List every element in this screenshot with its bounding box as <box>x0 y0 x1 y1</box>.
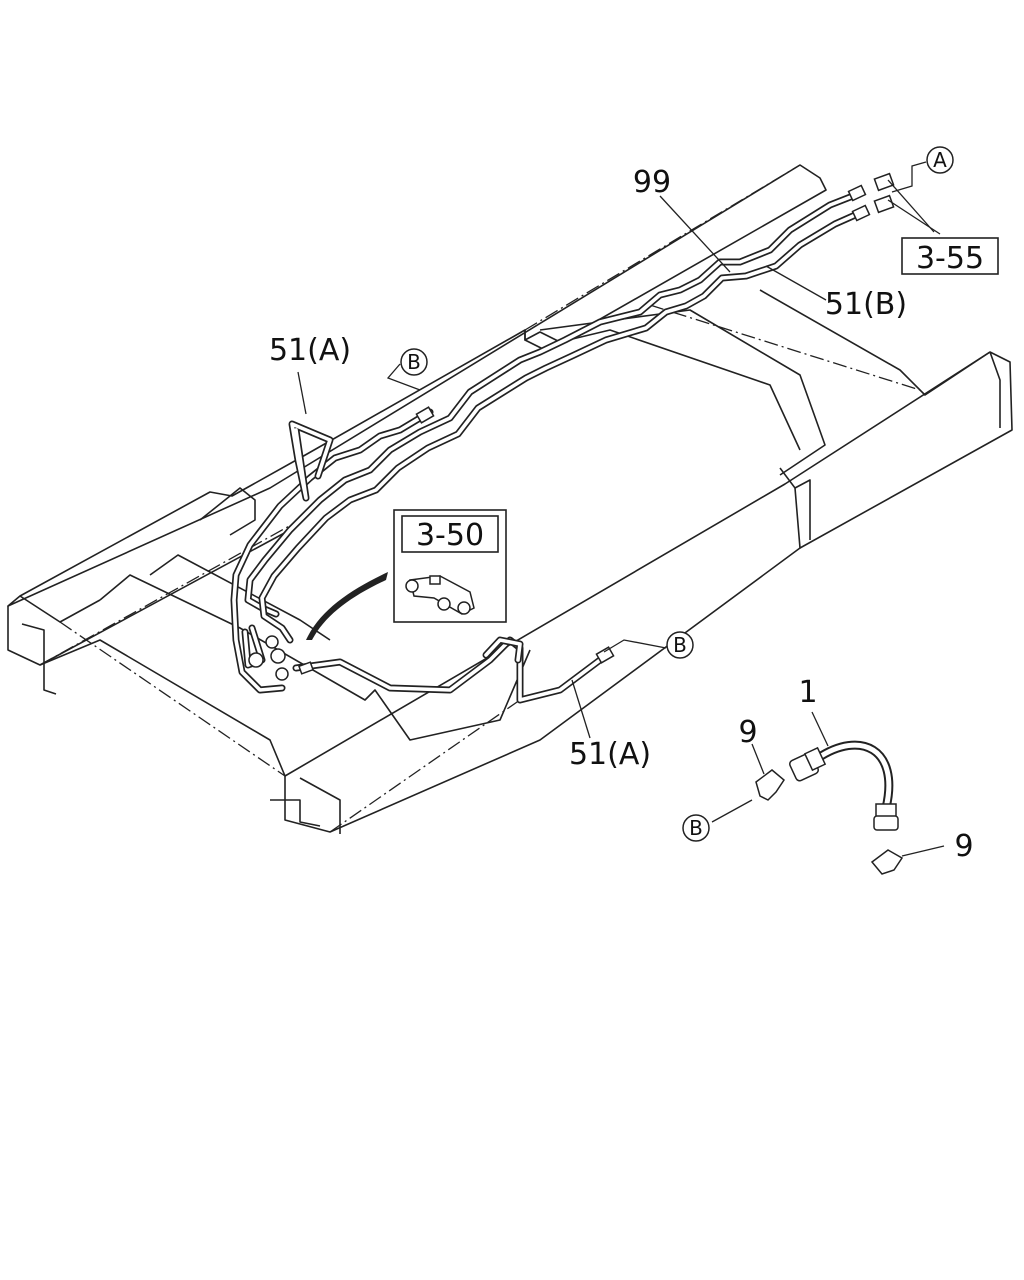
frame-crossmember-mid <box>539 289 991 489</box>
frame-left-rail <box>7 164 827 695</box>
leader-lines <box>297 161 945 857</box>
callout-51b: 51(B) <box>825 287 907 322</box>
callout-51a-top: 51(A) <box>269 333 351 368</box>
brake-pipe-51a-rear <box>292 636 604 704</box>
callout-9-left: 9 <box>738 715 757 750</box>
flexible-hose <box>789 740 899 831</box>
marker-circle-b-clip: B <box>682 814 710 842</box>
callout-51a-bottom: 51(A) <box>569 737 651 772</box>
ref-3-55-label: 3-55 <box>916 241 984 276</box>
callout-1: 1 <box>798 675 817 710</box>
marker-circle-a: A <box>926 146 954 174</box>
ref-3-55-box: 3-55 <box>901 237 999 276</box>
valve-inset: 3-50 <box>393 509 507 623</box>
clip-9-left <box>755 769 785 801</box>
callout-99: 99 <box>633 165 671 200</box>
clip-9-right <box>870 849 904 875</box>
marker-circle-b-top: B <box>400 348 428 376</box>
pipe-fittings <box>248 172 895 681</box>
marker-b-top-text: B <box>407 350 421 374</box>
frame-crossmember-rear <box>39 487 531 777</box>
callout-9-right: 9 <box>954 829 973 864</box>
marker-a-text: A <box>933 148 947 172</box>
marker-circle-b-mid: B <box>666 631 694 659</box>
marker-b-mid-text: B <box>673 633 687 657</box>
inset-pointer-arrow <box>306 572 388 640</box>
ref-3-50-label: 3-50 <box>416 518 484 553</box>
marker-b-clip-text: B <box>689 816 703 840</box>
